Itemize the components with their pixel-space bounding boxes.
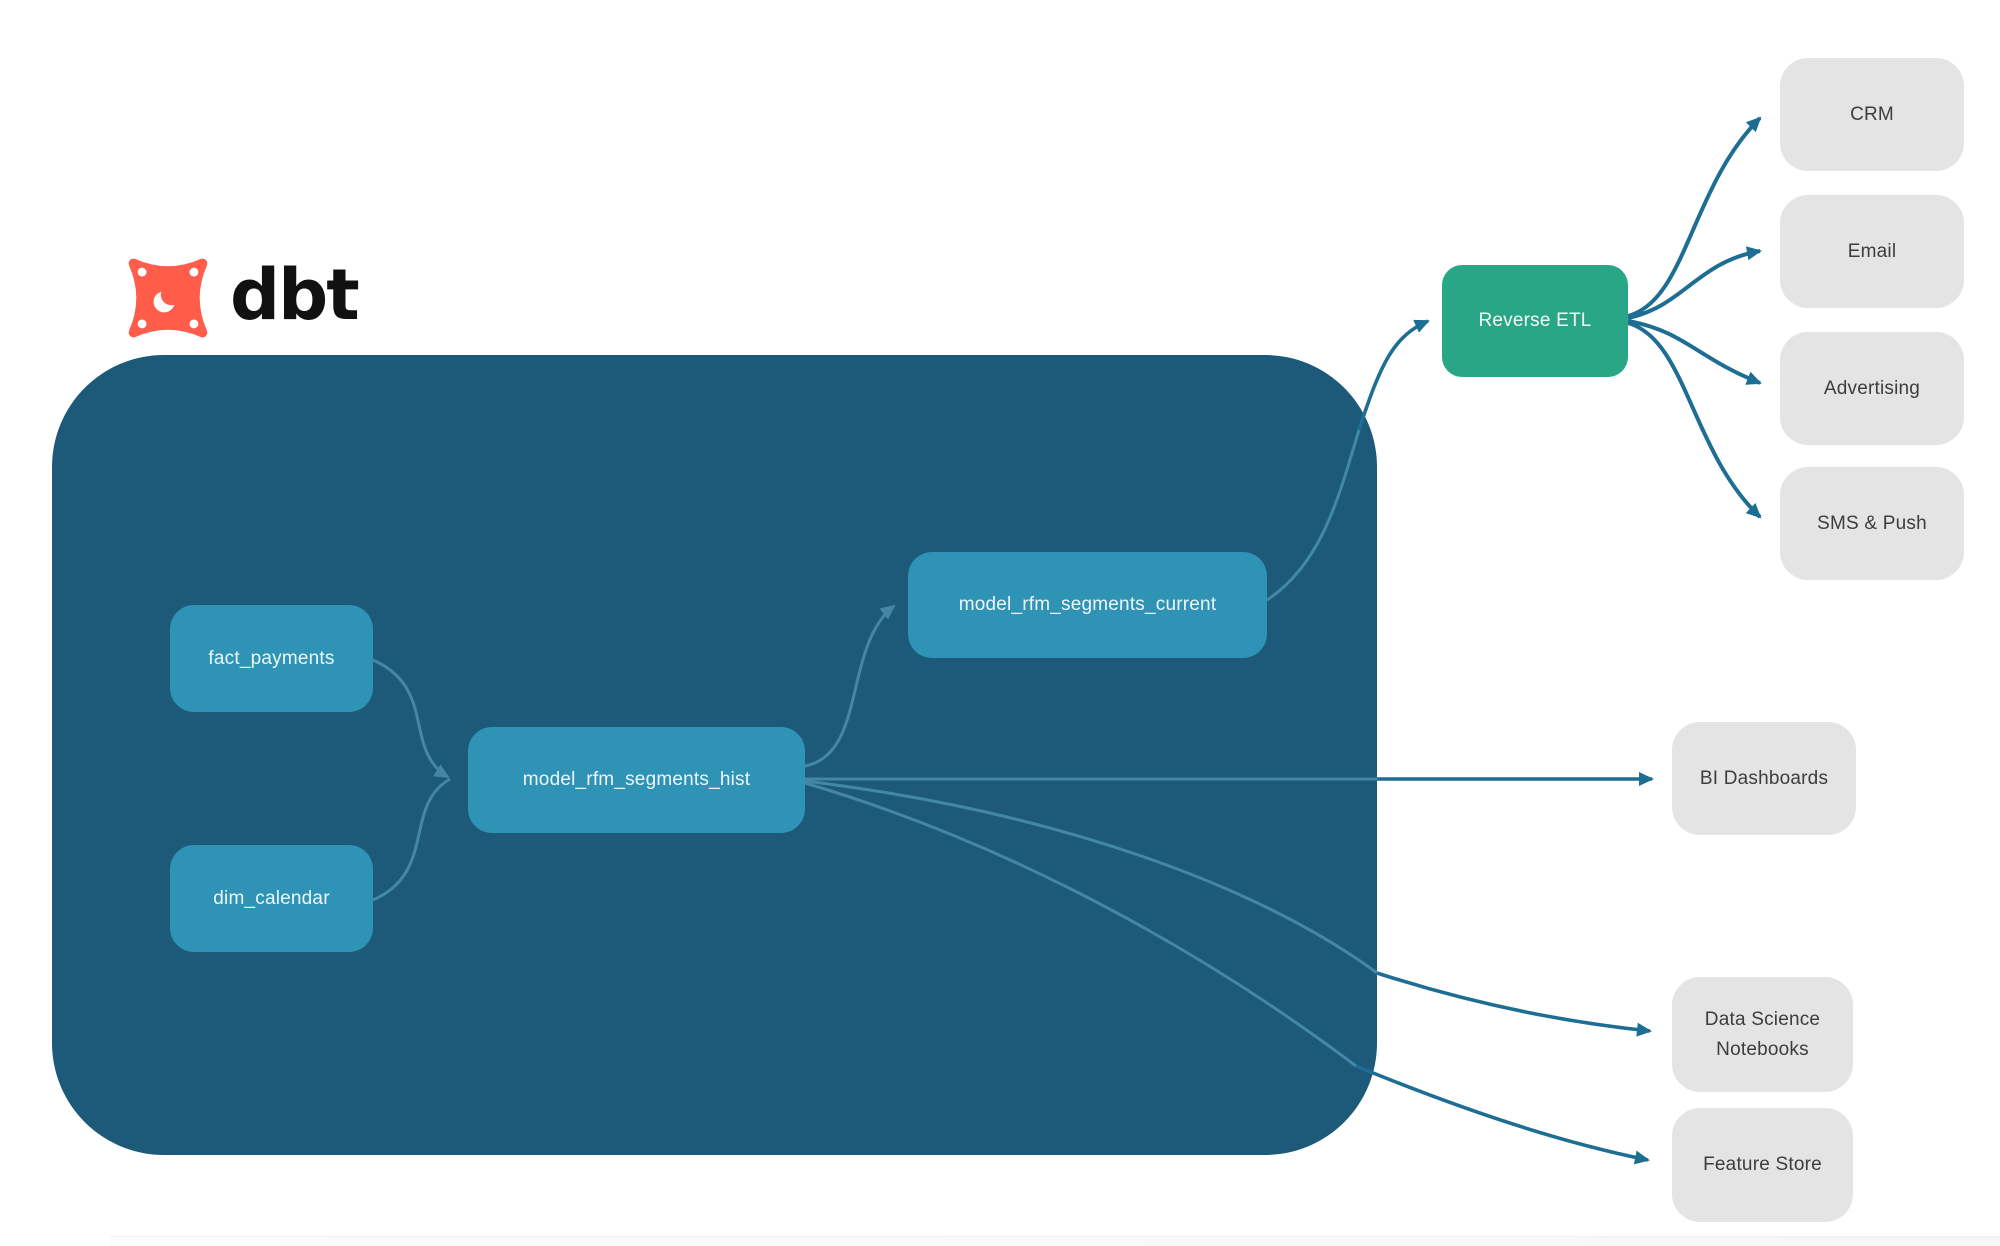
node-fact-payments: fact_payments [170, 605, 373, 712]
edge-hist-to-ds-inside [804, 779, 1378, 975]
node-email: Email [1780, 195, 1964, 308]
edge-retl-to-sms [1627, 321, 1762, 519]
edge-dim-to-hist [372, 777, 451, 902]
edge-retl-to-crm [1627, 116, 1762, 318]
dbt-wordmark: dbt [230, 254, 360, 336]
edge-current-to-retl [1357, 319, 1430, 431]
node-crm: CRM [1780, 58, 1964, 171]
edge-retl-to-email [1627, 246, 1762, 320]
node-model-rfm-segments-current: model_rfm_segments_current [908, 552, 1267, 658]
edge-current-to-retl-inside [1266, 429, 1361, 602]
node-sms-push: SMS & Push [1780, 467, 1964, 580]
dbt-logo: dbt [120, 250, 360, 346]
page-bottom-strip [110, 1236, 2000, 1246]
dbt-logo-icon [128, 258, 208, 338]
edge-hist-to-fs [1355, 1064, 1650, 1165]
node-bi-dashboards: BI Dashboards [1672, 722, 1856, 835]
edge-hist-to-fs-inside [804, 781, 1357, 1068]
edge-fact-to-hist [372, 658, 450, 779]
edge-hist-to-current [804, 604, 896, 768]
edge-retl-to-advertising [1627, 319, 1762, 385]
node-feature-store: Feature Store [1672, 1108, 1853, 1222]
node-data-science-notebooks: Data Science Notebooks [1672, 977, 1853, 1092]
node-advertising: Advertising [1780, 332, 1964, 445]
edge-hist-to-ds [1376, 971, 1652, 1037]
node-dim-calendar: dim_calendar [170, 845, 373, 952]
node-model-rfm-segments-hist: model_rfm_segments_hist [468, 727, 805, 833]
node-reverse-etl: Reverse ETL [1442, 265, 1628, 377]
